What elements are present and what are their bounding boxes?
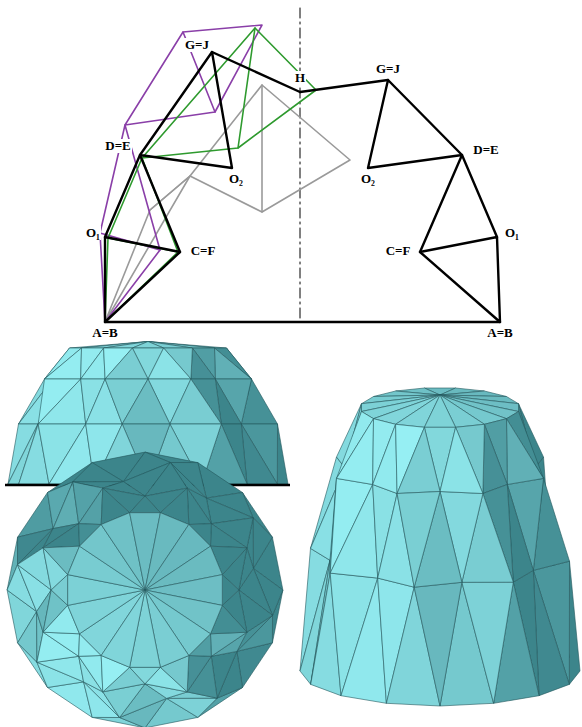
dome-facet: [43, 524, 79, 548]
plan-view: [7, 452, 283, 727]
dome-facet: [211, 632, 247, 656]
joint-label: O₁: [504, 226, 520, 240]
joint-label: A=B: [486, 326, 513, 340]
dome-facet: [43, 632, 79, 656]
dome-facet: [132, 342, 163, 349]
dome-facet: [397, 427, 440, 493]
dome-facet: [187, 656, 217, 698]
dome-facet: [483, 424, 507, 493]
dome-facet: [211, 518, 253, 548]
dome-facet: [337, 419, 374, 485]
dome-facet: [37, 632, 79, 662]
dome-facet: [105, 348, 148, 379]
joint-label: O₁: [85, 226, 101, 240]
dome-facet: [148, 348, 191, 379]
dome-facet: [241, 424, 277, 484]
dome-facet: [462, 582, 513, 703]
dome-facet: [79, 656, 103, 692]
dome-facet: [397, 492, 440, 588]
dome-facet: [38, 379, 85, 424]
dome-facet: [215, 348, 252, 379]
joint-label: D=E: [472, 143, 499, 157]
dome-facet: [122, 379, 170, 424]
purple-linkage: [100, 25, 262, 322]
joint-label: O₂: [228, 172, 244, 186]
joint-label: C=F: [385, 244, 412, 258]
dome-facet: [215, 379, 251, 424]
dome-facet: [241, 424, 277, 484]
dome-facet: [187, 656, 211, 692]
joint-label: G=J: [375, 62, 401, 76]
dome-facet: [79, 488, 103, 524]
mechanism: [100, 8, 500, 322]
dome-facet: [211, 632, 247, 656]
dome-facet: [191, 348, 215, 379]
joint-label: G=J: [184, 38, 210, 52]
gray-linkage: [105, 85, 350, 322]
dome-facet: [187, 488, 211, 524]
dome-facet: [507, 419, 544, 485]
dome-facet: [51, 575, 67, 606]
black-linkage: [105, 52, 500, 322]
dome-facet: [533, 570, 569, 695]
dome-facet: [414, 582, 462, 706]
dome-facet: [211, 524, 247, 548]
dome-facet: [187, 488, 211, 524]
dome-facet: [18, 612, 37, 663]
green-linkage: [105, 28, 316, 322]
joint-label: A=B: [91, 326, 118, 340]
perspective-view: [300, 388, 580, 706]
dome-facet: [330, 485, 378, 579]
dome-facet: [130, 667, 161, 684]
joint-label: H: [294, 71, 306, 85]
dome-facet: [79, 656, 103, 692]
joint-label: C=F: [190, 244, 217, 258]
dome-facet: [253, 518, 272, 569]
dome-facet: [101, 590, 145, 667]
side-elevation: [8, 342, 288, 485]
dome-facet: [569, 561, 580, 684]
dome-facet: [130, 496, 161, 513]
dome-facet: [45, 348, 82, 379]
dome-facet: [43, 524, 79, 548]
dome-facet: [440, 427, 483, 493]
dome-facet: [45, 348, 82, 379]
dome-facet: [373, 424, 397, 493]
joint-label: O₂: [360, 172, 376, 186]
dome-facet: [215, 348, 252, 379]
dome-facet: [73, 482, 103, 524]
dome-facet: [424, 395, 455, 427]
dome-facet: [170, 379, 221, 424]
symmetry-axis: [300, 8, 301, 322]
dome-facet: [73, 463, 124, 482]
dome-facet: [81, 348, 105, 379]
dome-facet: [277, 424, 288, 484]
dome-facet: [222, 575, 239, 606]
dome-facet: [167, 698, 218, 717]
joint-label: D=E: [104, 139, 131, 153]
